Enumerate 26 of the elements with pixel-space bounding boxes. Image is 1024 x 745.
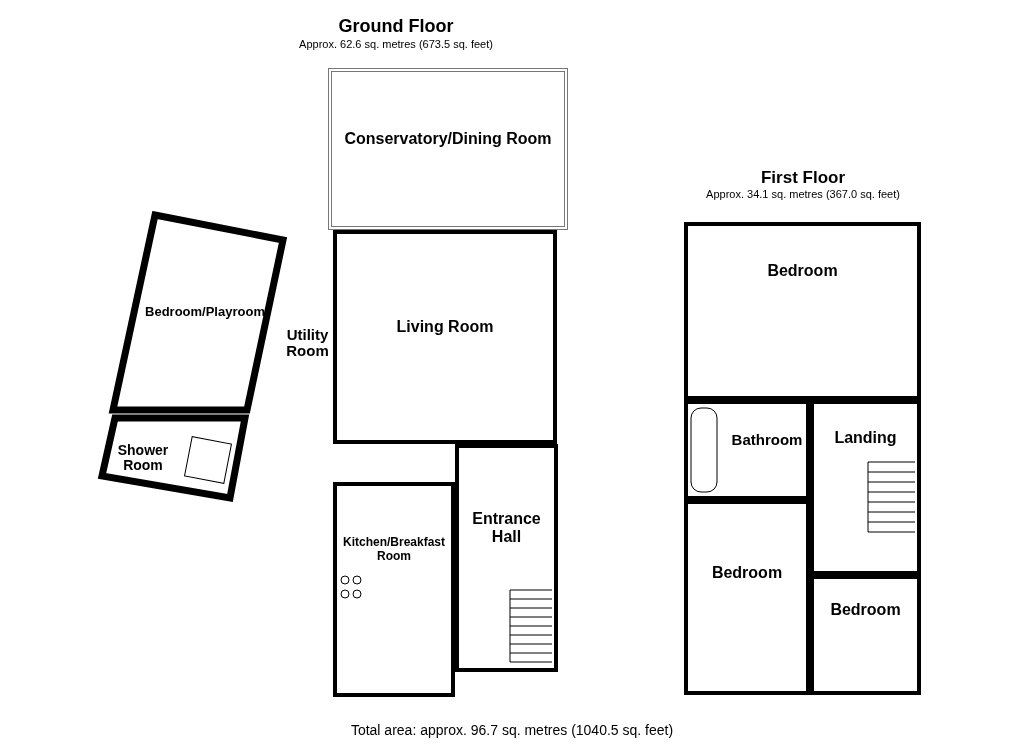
room-label: Bedroom/Playroom (145, 304, 265, 320)
room-outline (810, 575, 921, 695)
room-label: Conservatory/Dining Room (344, 130, 552, 148)
room-label: Shower Room (116, 442, 170, 474)
room-label: Bedroom (830, 601, 901, 619)
room-label: Bathroom (731, 431, 803, 449)
room-outline (684, 500, 810, 695)
floor-heading: First Floor (759, 168, 847, 188)
room-label: Landing (834, 428, 897, 447)
room-outline (333, 482, 455, 697)
floor-heading: Ground Floor (337, 16, 455, 37)
room-outline (684, 400, 810, 500)
total-area-note: Total area: approx. 96.7 sq. metres (1040.5 sq. feet) (349, 722, 675, 738)
room-label: Bedroom (711, 563, 783, 582)
room-label: Kitchen/Breakfast Room (341, 536, 446, 563)
room-outline (455, 444, 558, 672)
room-label: Living Room (396, 318, 494, 336)
area-note: Approx. 34.1 sq. metres (367.0 sq. feet) (705, 188, 901, 200)
room-outline (684, 222, 921, 400)
room-outline (328, 68, 568, 230)
room-label: Utility Room (285, 326, 330, 360)
room-outline (810, 400, 921, 575)
room-label: Bedroom (767, 262, 838, 280)
area-note: Approx. 62.6 sq. metres (673.5 sq. feet) (298, 38, 494, 50)
room-label: Entrance Hall (471, 510, 542, 546)
room-outline (333, 230, 557, 444)
